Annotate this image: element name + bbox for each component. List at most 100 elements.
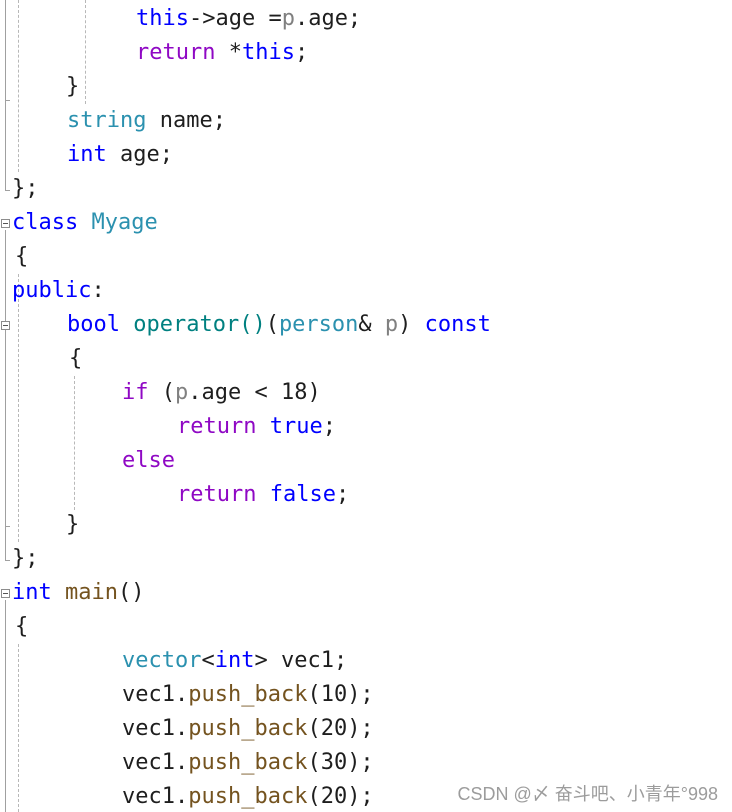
code-line[interactable]: vec1.push_back(20); [122, 712, 374, 746]
code-line[interactable]: } [66, 508, 79, 542]
code-token: vec1. [122, 784, 189, 809]
fold-toggle-icon[interactable] [1, 219, 10, 228]
code-token: int [12, 580, 52, 605]
code-token: string [67, 108, 147, 133]
code-line[interactable]: vec1.push_back(30); [122, 746, 374, 780]
indent-guide [18, 274, 19, 542]
code-token: class [12, 210, 79, 235]
code-token: : [91, 278, 105, 303]
code-token: return [136, 40, 229, 65]
code-token: true [269, 414, 323, 439]
code-token [78, 210, 91, 235]
code-line[interactable]: { [15, 610, 28, 644]
code-token: vector [122, 648, 202, 673]
code-token: { [15, 244, 29, 269]
code-token [256, 414, 269, 439]
code-token: push_back [188, 750, 308, 775]
code-line[interactable]: class Myage [12, 206, 158, 240]
code-token: (20); [307, 716, 374, 741]
indent-guide [18, 0, 19, 172]
indent-guide [18, 644, 19, 812]
code-token: () [117, 580, 145, 605]
indent-guide [74, 376, 75, 510]
code-line[interactable]: vector<int> vec1; [122, 644, 347, 678]
code-token: main [65, 580, 118, 605]
code-line[interactable]: string name; [67, 104, 226, 138]
code-line[interactable]: return false; [177, 478, 349, 512]
code-token: public [12, 278, 92, 303]
code-token: return [177, 414, 257, 439]
fold-end-marker [5, 100, 10, 101]
code-token: name; [146, 108, 226, 133]
code-token: return [177, 482, 257, 507]
code-token [256, 482, 269, 507]
fold-end-marker [5, 526, 10, 527]
code-token: } [66, 74, 80, 99]
fold-range-line [5, 600, 6, 812]
fold-end-marker [5, 560, 10, 561]
code-token: < [201, 648, 215, 673]
code-token: vec1. [122, 716, 189, 741]
code-token: bool [67, 312, 120, 337]
code-token: this [241, 40, 295, 65]
code-token: { [15, 614, 29, 639]
code-token: ->age = [188, 6, 282, 31]
code-line[interactable]: { [69, 342, 82, 376]
code-token: p [281, 6, 295, 31]
code-line[interactable]: return true; [177, 410, 336, 444]
fold-toggle-icon[interactable] [1, 321, 10, 330]
code-token: } [66, 512, 80, 537]
code-line[interactable]: int age; [67, 138, 173, 172]
code-line[interactable]: }; [12, 542, 39, 576]
code-token: > vec1; [254, 648, 348, 673]
code-token: age; [106, 142, 173, 167]
code-token: (20); [307, 784, 374, 809]
code-token: & [358, 312, 385, 337]
code-line[interactable]: vec1.push_back(10); [122, 678, 374, 712]
code-token: ) [398, 312, 425, 337]
code-line[interactable]: if (p.age < 18) [122, 376, 321, 410]
code-line[interactable]: }; [12, 172, 39, 206]
code-token: ; [322, 414, 336, 439]
code-token: this [136, 6, 189, 31]
code-token: { [69, 346, 83, 371]
code-token: .age; [294, 6, 362, 31]
code-token: vec1. [122, 750, 189, 775]
code-line[interactable]: else [122, 444, 175, 478]
code-token: person [278, 312, 359, 337]
fold-range-line [5, 332, 6, 560]
code-token: ; [335, 482, 350, 507]
code-token: * [228, 40, 242, 65]
code-token: p [384, 312, 399, 337]
code-token: p [175, 380, 189, 405]
code-token: push_back [188, 716, 308, 741]
code-token: vec1. [122, 682, 189, 707]
fold-end-marker [5, 190, 10, 191]
code-token: (10); [307, 682, 374, 707]
watermark: CSDN @〆 奋斗吧、小青年°998 [457, 784, 718, 804]
code-line[interactable]: { [15, 240, 28, 274]
code-line[interactable]: this->age =p.age; [136, 2, 361, 36]
code-token: int [214, 648, 255, 673]
fold-toggle-icon[interactable] [1, 589, 10, 598]
code-line[interactable]: public: [12, 274, 105, 308]
code-token: const [424, 312, 491, 337]
code-token: .age < 18) [188, 380, 321, 405]
code-token: }; [12, 176, 39, 201]
code-token: if [122, 380, 149, 405]
code-token: ( [265, 312, 279, 337]
indent-guide [85, 0, 86, 104]
code-line[interactable]: int main() [12, 576, 144, 610]
code-line[interactable]: return *this; [136, 36, 308, 70]
code-token [120, 312, 133, 337]
code-token: int [67, 142, 107, 167]
code-line[interactable]: bool operator()(person& p) const [67, 308, 491, 342]
code-token: false [269, 482, 336, 507]
code-line[interactable]: } [66, 70, 79, 104]
code-token [52, 580, 65, 605]
code-token: (30); [307, 750, 374, 775]
code-line[interactable]: vec1.push_back(20); [122, 780, 374, 812]
code-token: push_back [188, 784, 308, 809]
code-token: operator() [133, 312, 266, 337]
